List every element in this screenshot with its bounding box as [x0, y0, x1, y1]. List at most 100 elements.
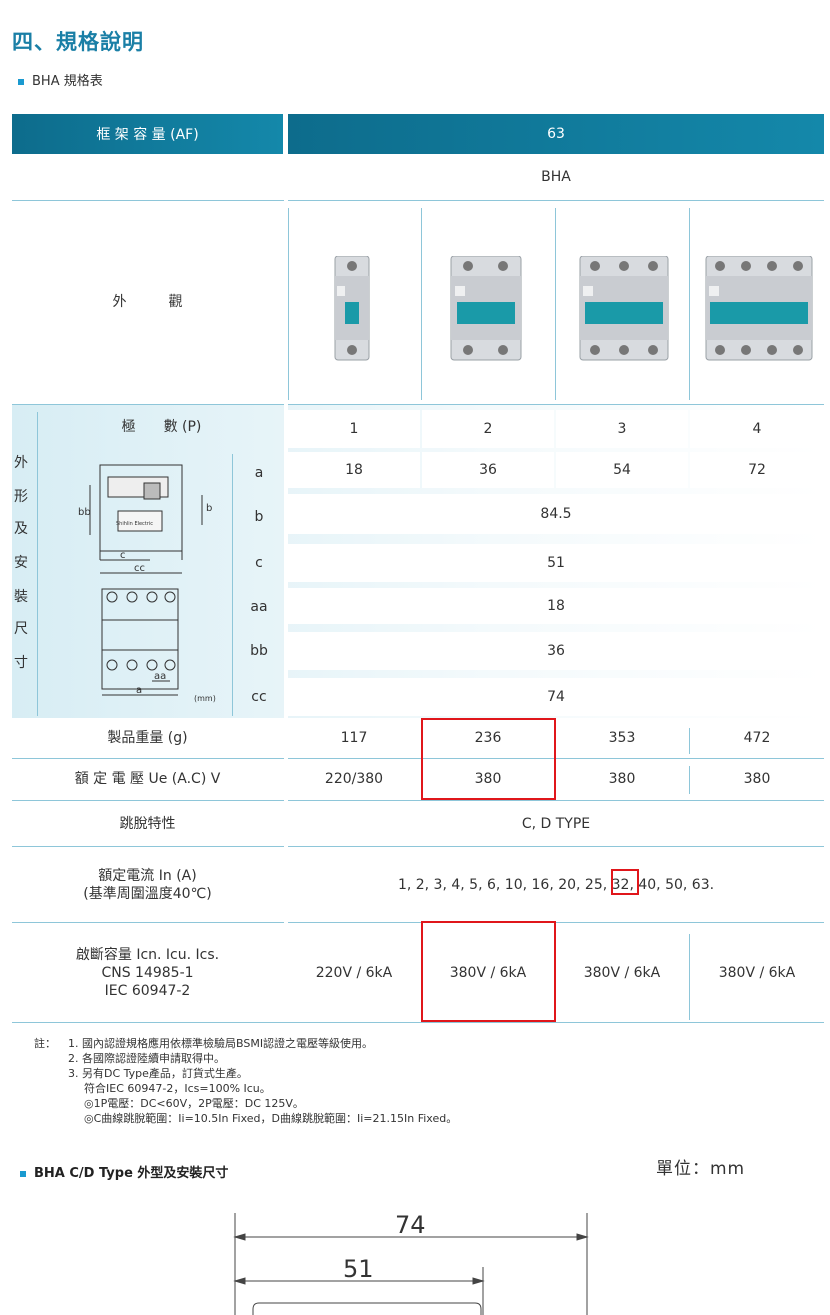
dim-aa-label: aa — [250, 598, 268, 615]
divider — [288, 208, 289, 400]
dim-51-label: 51 — [343, 1255, 374, 1283]
table-subtitle: BHA 規格表 — [18, 70, 103, 89]
highlight-box — [611, 869, 639, 895]
dim-a-2p: 36 — [422, 452, 554, 488]
dim-bb-label: bb — [250, 642, 268, 659]
divider — [689, 208, 690, 400]
diagram-cc-label: cc — [134, 563, 145, 574]
poles-4: 4 — [690, 410, 824, 448]
breaker-3p-image — [579, 256, 669, 361]
vertical-char: 形 — [14, 489, 28, 505]
trip-value: C, D TYPE — [521, 815, 591, 832]
diagram-mm-label: (mm) — [194, 694, 216, 703]
dim-cc-value: 74 — [288, 678, 824, 716]
voltage-2p: 380 — [474, 770, 502, 787]
current-value: 1, 2, 3, 4, 5, 6, 10, 16, 20, 25, 32, 40… — [397, 876, 715, 893]
voltage-label: 額 定 電 壓 Ue (A.C) V — [74, 770, 221, 787]
note-1: 1. 國內認證規格應用依標準檢驗局BSMI認證之電壓等級使用。 — [68, 1037, 374, 1050]
dim-bb-value: 36 — [288, 632, 824, 670]
breaking-label: 啟斷容量 Icn. Icu. Ics. CNS 14985-1 IEC 6094… — [12, 926, 283, 1020]
diagram-c-label: c — [120, 550, 126, 561]
trip-label: 跳脫特性 — [119, 815, 176, 832]
dim-aa-value: 18 — [288, 588, 824, 624]
dim-c-value: 51 — [288, 544, 824, 582]
weight-3p: 353 — [608, 729, 636, 746]
divider — [12, 758, 824, 759]
current-label-line-2: (基準周圍溫度40℃) — [83, 886, 212, 902]
notes: 註： 1. 國內認證規格應用依標準檢驗局BSMI認證之電壓等級使用。 2. 各國際… — [34, 1036, 457, 1126]
note-2: 2. 各國際認證陸續申請取得中。 — [68, 1052, 225, 1065]
diagram-aa-label: aa — [154, 671, 166, 682]
poles-label: 極 數 (P) — [121, 418, 202, 435]
poles-3: 3 — [556, 410, 688, 448]
bullet-icon — [20, 1170, 26, 1177]
note-3b: ◎1P電壓：DC<60V，2P電壓：DC 125V。 — [84, 1097, 304, 1110]
divider — [12, 200, 824, 201]
divider — [689, 766, 690, 794]
poles-1: 1 — [288, 410, 420, 448]
current-label: 額定電流 In (A) (基準周圍溫度40℃) — [12, 850, 283, 920]
poles-2: 2 — [422, 410, 554, 448]
breaking-3p: 380V / 6kA — [583, 964, 661, 981]
af-header-value: 63 — [288, 114, 824, 154]
divider — [689, 728, 690, 754]
vertical-char: 寸 — [14, 655, 28, 671]
note-3a: 符合IEC 60947-2，Ics=100% Icu。 — [84, 1082, 271, 1095]
highlight-box — [421, 921, 556, 1022]
breaker-2p-image — [450, 256, 522, 361]
outline-drawing: 74 51 — [233, 1211, 589, 1315]
current-label-line-1: 額定電流 In (A) — [98, 867, 197, 884]
divider — [689, 934, 690, 1020]
divider — [37, 412, 38, 716]
breaking-1p: 220V / 6kA — [315, 964, 393, 981]
dimension-diagram: bb b c cc aa a (mm) Shihlin Electric — [78, 464, 216, 703]
bullet-icon — [18, 78, 24, 85]
dim-a-3p: 54 — [556, 452, 688, 488]
dim-a-label: a — [254, 464, 264, 481]
breaking-label-line-3: IEC 60947-2 — [104, 983, 191, 1000]
weight-label: 製品重量 (g) — [107, 729, 188, 746]
section-title-text: BHA C/D Type 外型及安裝尺寸 — [34, 1166, 229, 1181]
dim-74-label: 74 — [395, 1211, 426, 1239]
model-name: BHA — [541, 168, 571, 185]
breaking-2p: 380V / 6kA — [449, 964, 527, 981]
vertical-char: 及 — [14, 521, 28, 537]
diagram-b-label: b — [206, 503, 212, 514]
breaking-label-line-1: 啟斷容量 Icn. Icu. Ics. — [75, 946, 220, 963]
divider — [421, 208, 422, 400]
breaking-label-line-2: CNS 14985-1 — [101, 964, 194, 981]
weight-4p: 472 — [743, 729, 771, 746]
breaking-4p: 380V / 6kA — [718, 964, 796, 981]
divider — [12, 1022, 824, 1023]
vertical-char: 外 — [14, 455, 28, 471]
page-title: 四、規格說明 — [12, 30, 144, 54]
divider — [555, 208, 556, 400]
dim-b-value: 84.5 — [288, 494, 824, 534]
vertical-char: 尺 — [14, 621, 28, 637]
diagram-bb-label: bb — [78, 507, 91, 518]
section-title: BHA C/D Type 外型及安裝尺寸 — [20, 1162, 228, 1181]
af-header-label: 框 架 容 量 (AF) — [12, 114, 283, 154]
divider — [12, 846, 824, 847]
divider — [12, 922, 824, 923]
diagram-a-label: a — [136, 685, 142, 696]
voltage-3p: 380 — [608, 770, 636, 787]
breaker-4p-image — [705, 256, 813, 361]
appearance-label: 外 觀 — [112, 293, 183, 310]
highlight-box — [421, 718, 556, 800]
dim-a-4p: 72 — [690, 452, 824, 488]
vertical-char: 安 — [14, 555, 28, 571]
note-3c: ◎C曲線跳脫範圍：Ii=10.5In Fixed，D曲線跳脫範圍：Ii=21.1… — [84, 1112, 458, 1125]
weight-2p: 236 — [474, 729, 502, 746]
weight-1p: 117 — [340, 729, 368, 746]
breaker-1p-image — [334, 256, 370, 361]
unit-label: 單位：mm — [656, 1159, 746, 1179]
subtitle-text: BHA 規格表 — [32, 74, 103, 89]
voltage-4p: 380 — [743, 770, 771, 787]
notes-label: 註： — [34, 1037, 56, 1050]
divider — [232, 454, 233, 716]
column-gap — [284, 160, 288, 1020]
dim-cc-label: cc — [251, 688, 267, 705]
divider — [12, 404, 824, 405]
vertical-char: 裝 — [14, 589, 28, 605]
